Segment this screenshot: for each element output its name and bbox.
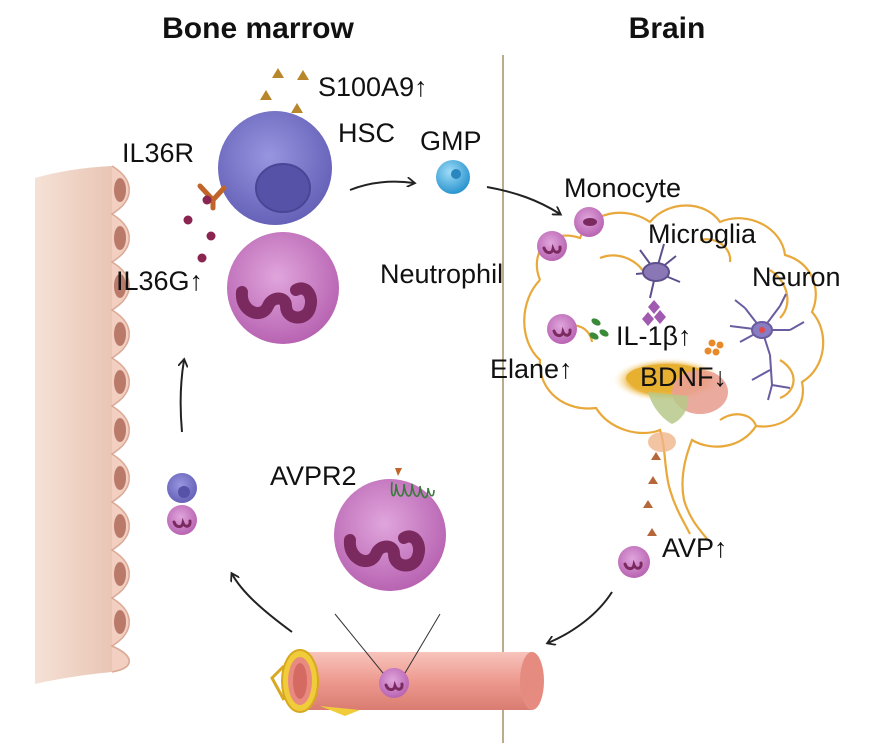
neutrophil-cell-small [167, 505, 197, 535]
bdnf-dots [704, 339, 724, 356]
avpr2-ligand-icon [395, 468, 402, 476]
il36r-receptor-icon [197, 183, 227, 211]
s100a9-triangles [260, 68, 309, 138]
label-neuron: Neuron [752, 262, 841, 292]
arrow-brain-to-vessel [548, 591, 613, 643]
label-microglia: Microglia [648, 219, 757, 249]
arrow-up-to-neutrophil [181, 360, 184, 433]
label-s100a9: S100A9↑ [318, 72, 428, 102]
header-bone-marrow: Bone marrow [162, 12, 354, 45]
neuron-cell [729, 293, 805, 401]
label-il36g: IL36G↑ [116, 266, 203, 296]
label-hsc: HSC [338, 118, 395, 148]
neutrophil-cell-bone-marrow [227, 232, 339, 344]
neutrophil-cell-avpr2 [334, 479, 446, 591]
microglia-cell [635, 243, 681, 299]
label-il36r: IL36R [122, 138, 194, 168]
label-avpr2: AVPR2 [270, 461, 357, 491]
neutrophil-cell-avp [618, 546, 650, 578]
header-brain: Brain [629, 12, 706, 45]
brain-inner-structures [613, 358, 728, 452]
label-neutrophil: Neutrophil [380, 259, 503, 289]
hsc-cell [218, 111, 332, 225]
neutrophil-cell-brain-2 [547, 314, 577, 344]
arrow-gmp-to-brain [486, 186, 560, 214]
il1b-diamonds [642, 300, 666, 326]
hsc-cell-small [167, 473, 197, 503]
label-bdnf: BDNF↓ [640, 362, 727, 392]
elane-dots [589, 318, 609, 340]
label-monocyte: Monocyte [564, 173, 681, 203]
blood-vessel [270, 649, 544, 716]
label-elane: Elane↑ [490, 354, 573, 384]
label-il1b: IL-1β↑ [616, 321, 692, 351]
zoom-lines [334, 613, 441, 674]
monocyte-cell [574, 207, 604, 237]
neutrophil-cell-vessel [379, 668, 409, 698]
avp-triangles [643, 452, 661, 536]
arrow-hsc-to-gmp [349, 182, 414, 191]
bone-tissue [35, 165, 130, 684]
label-gmp: GMP [420, 126, 482, 156]
neutrophil-cell-brain-1 [537, 231, 567, 261]
avpr2-receptor-icon [390, 481, 435, 499]
arrow-vessel-to-bone-marrow [232, 574, 293, 633]
gmp-cell [436, 160, 470, 194]
label-avp: AVP↑ [662, 533, 728, 563]
